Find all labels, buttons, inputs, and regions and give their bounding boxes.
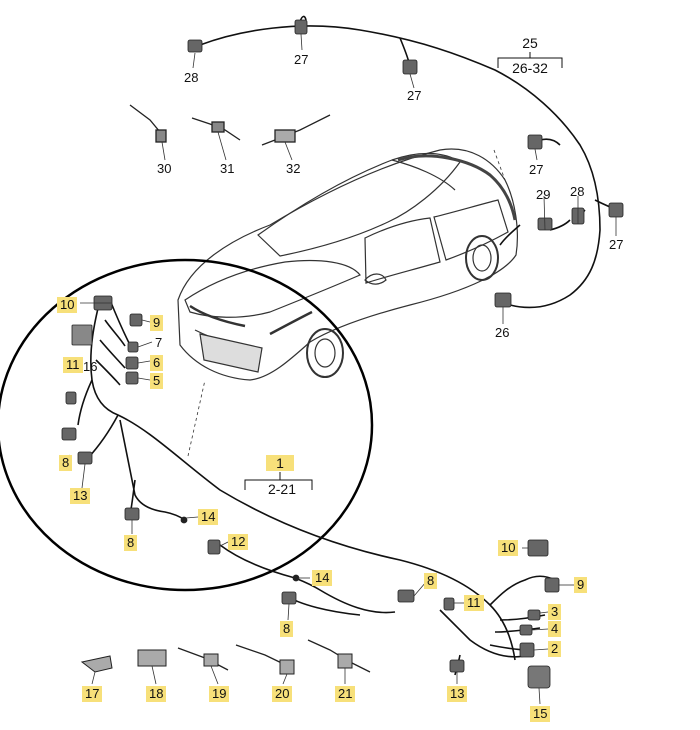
callout-21[interactable]: 21 xyxy=(335,686,356,702)
callout-28[interactable]: 28 xyxy=(570,184,585,199)
callout-26[interactable]: 26 xyxy=(495,325,510,340)
clips-30-32 xyxy=(129,104,331,146)
clips-17-21 xyxy=(80,639,371,675)
callout-9[interactable]: 9 xyxy=(574,577,588,593)
callout-8[interactable]: 8 xyxy=(424,573,438,589)
callout-2[interactable]: 2 xyxy=(548,641,562,657)
callout-13[interactable]: 13 xyxy=(70,488,91,504)
callout-12[interactable]: 12 xyxy=(228,534,249,550)
callout-15[interactable]: 15 xyxy=(530,706,551,722)
callout-9[interactable]: 9 xyxy=(150,315,164,331)
callout-14[interactable]: 14 xyxy=(312,570,333,586)
callout-16[interactable]: 16 xyxy=(83,359,98,374)
callout-29[interactable]: 29 xyxy=(536,187,551,202)
callout-10[interactable]: 10 xyxy=(57,297,78,313)
callout-8[interactable]: 8 xyxy=(280,621,294,637)
callout-3[interactable]: 3 xyxy=(548,604,562,620)
front-connectors xyxy=(61,295,560,689)
callout-20[interactable]: 20 xyxy=(272,686,293,702)
group-brackets xyxy=(244,52,563,490)
highlight-circle xyxy=(0,258,374,592)
callout-7[interactable]: 7 xyxy=(155,335,163,350)
callout-18[interactable]: 18 xyxy=(146,686,167,702)
callout-27[interactable]: 27 xyxy=(407,88,422,103)
group-25-number: 25 xyxy=(522,35,538,51)
callout-32[interactable]: 32 xyxy=(286,161,301,176)
callout-11[interactable]: 11 xyxy=(63,357,83,373)
callout-11[interactable]: 11 xyxy=(464,595,484,611)
callout-10[interactable]: 10 xyxy=(498,540,519,556)
callout-28[interactable]: 28 xyxy=(184,70,199,85)
callout-8[interactable]: 8 xyxy=(124,535,138,551)
callout-27[interactable]: 27 xyxy=(294,52,309,67)
callout-8[interactable]: 8 xyxy=(59,455,73,471)
group-1-number: 1 xyxy=(266,455,294,471)
callout-19[interactable]: 19 xyxy=(209,686,230,702)
callout-4[interactable]: 4 xyxy=(548,621,562,637)
callout-17[interactable]: 17 xyxy=(82,686,103,702)
group-25-range: 26-32 xyxy=(512,60,548,76)
group-1-range: 2-21 xyxy=(267,481,297,497)
callout-27[interactable]: 27 xyxy=(609,237,624,252)
callout-6[interactable]: 6 xyxy=(150,355,164,371)
callout-14[interactable]: 14 xyxy=(198,509,219,525)
callout-31[interactable]: 31 xyxy=(220,161,235,176)
callout-27[interactable]: 27 xyxy=(529,162,544,177)
callout-13[interactable]: 13 xyxy=(447,686,468,702)
callout-5[interactable]: 5 xyxy=(150,373,164,389)
callout-30[interactable]: 30 xyxy=(157,161,172,176)
